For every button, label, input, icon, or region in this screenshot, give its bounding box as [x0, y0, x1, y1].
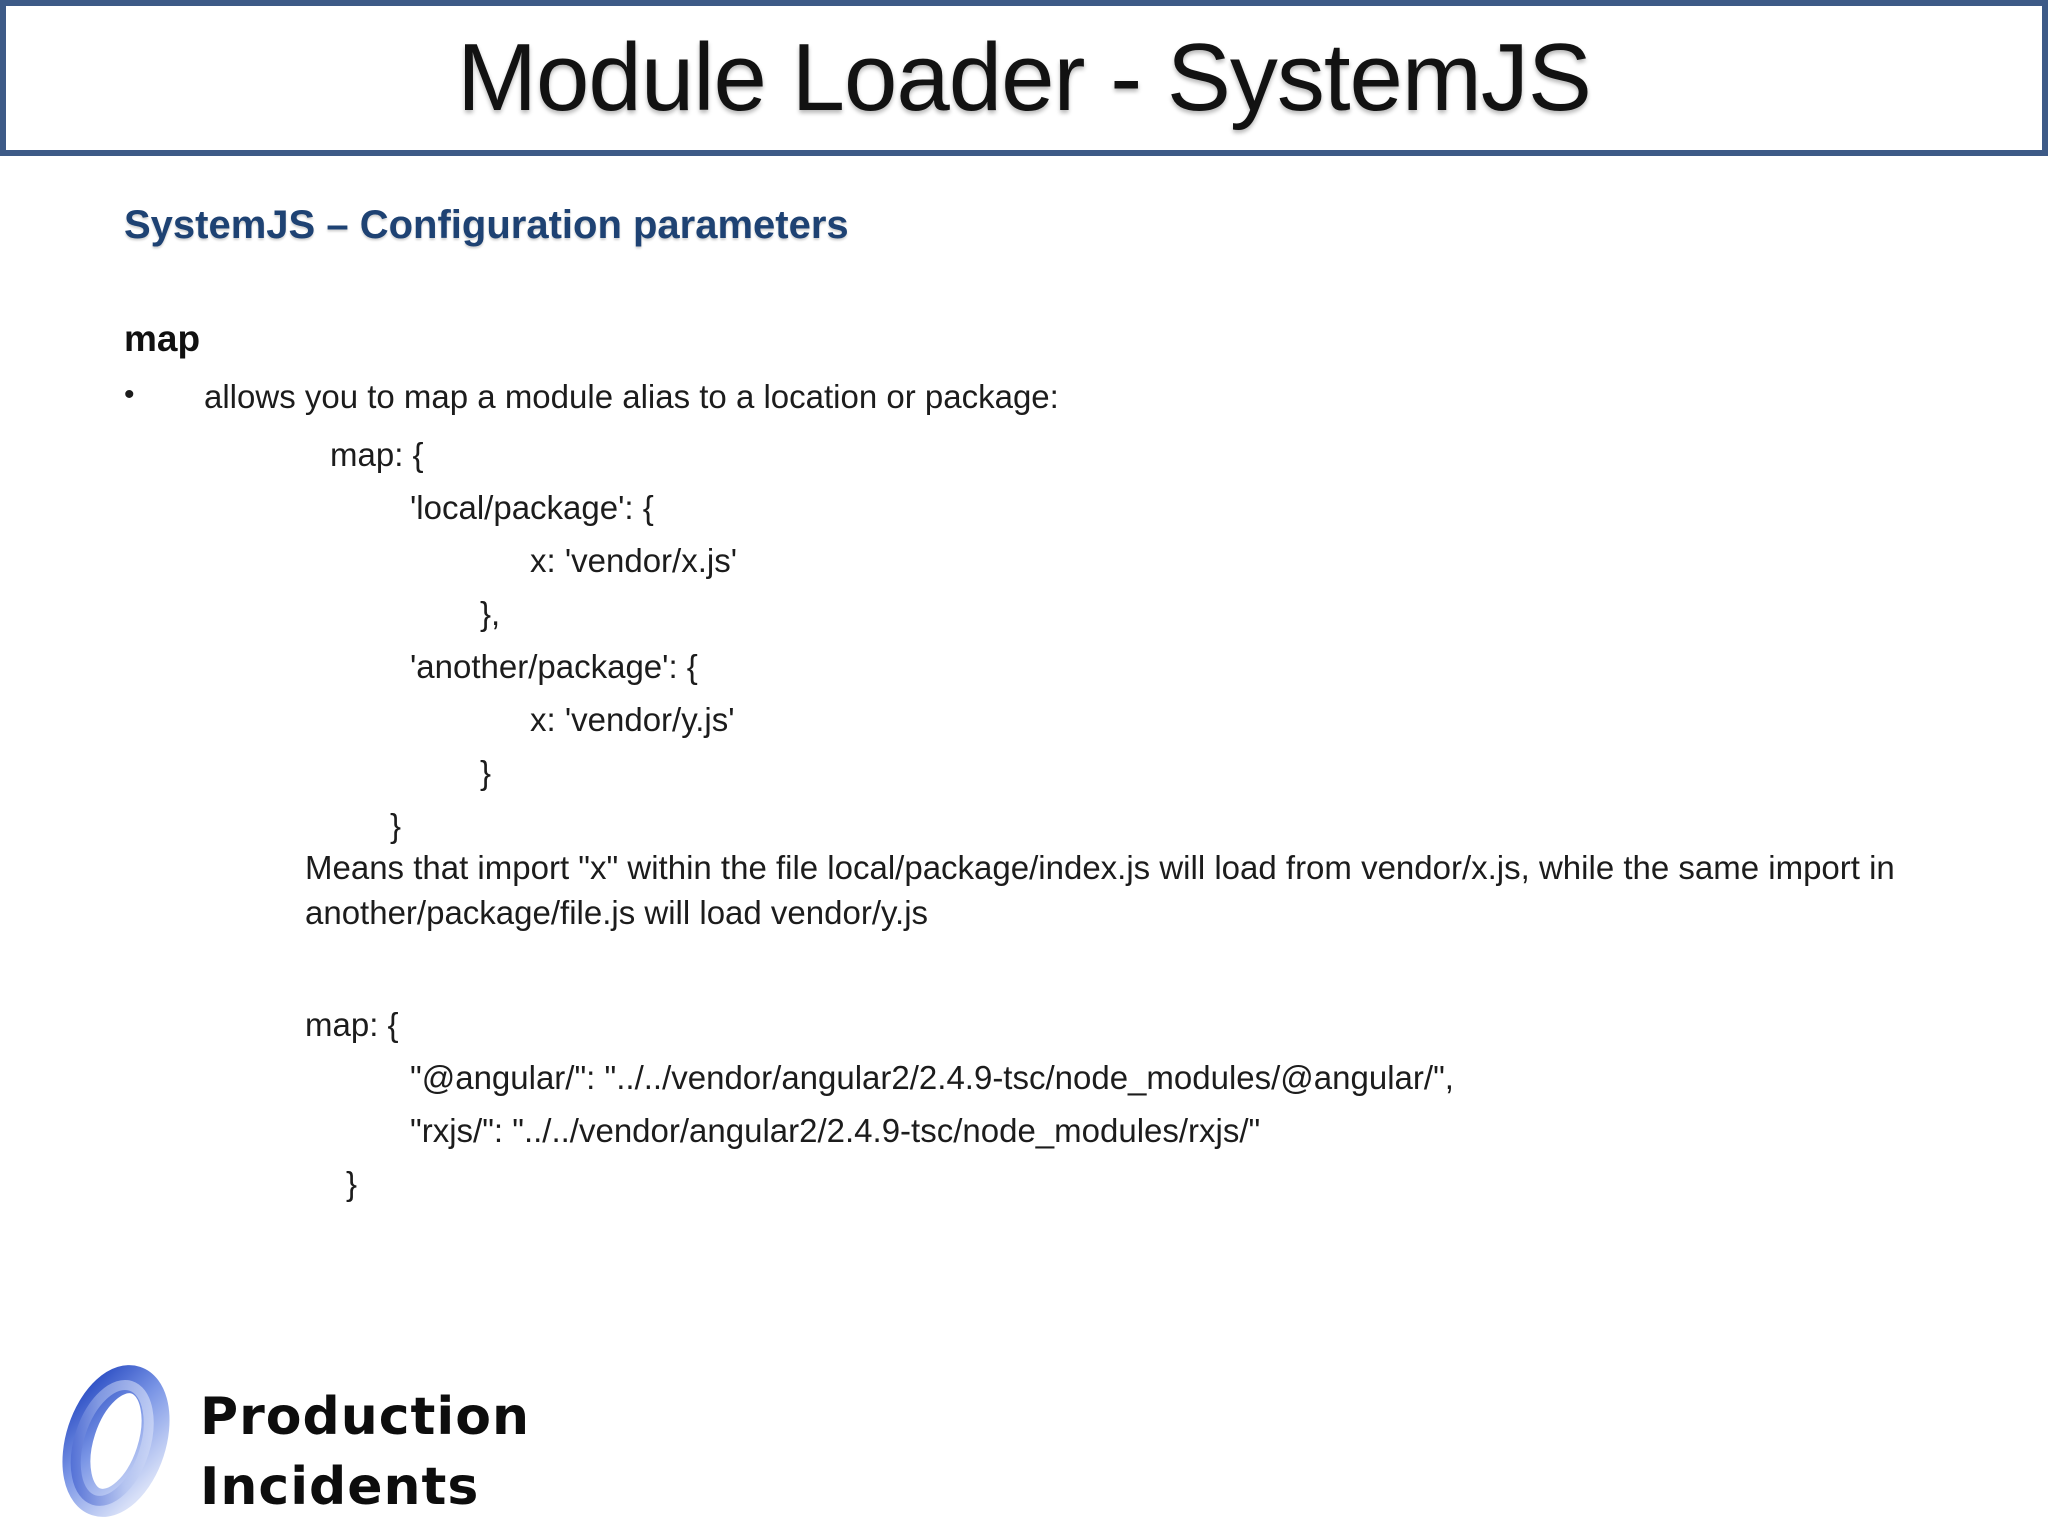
blue-swirl-logo-icon [62, 1365, 170, 1517]
code-line: "@angular/": "../../vendor/angular2/2.4.… [410, 1059, 1454, 1096]
brand-line-1: Production [200, 1387, 530, 1447]
code-line: }, [480, 595, 501, 632]
bullet-item: • allows you to map a module alias to a … [124, 378, 1059, 416]
code-line: 'local/package': { [410, 489, 654, 526]
code-line: x: 'vendor/y.js' [530, 701, 735, 738]
map-heading: map [124, 318, 201, 359]
brand-text: Production Incidents [200, 1382, 530, 1522]
bullet-icon: • [124, 378, 135, 411]
code-line: 'another/package': { [410, 648, 698, 685]
brand-line-2: Incidents [200, 1457, 480, 1517]
slide-header-banner: Module Loader - SystemJS [0, 0, 2048, 156]
code-line: } [480, 754, 492, 791]
code-snippet-map-aliases: map: { 'local/package': { x: 'vendor/x.j… [0, 428, 2048, 852]
code-line: x: 'vendor/x.js' [530, 542, 738, 579]
code-snippet-angular-paths: map: { "@angular/": "../../vendor/angula… [0, 998, 2048, 1210]
slide-title: Module Loader - SystemJS [457, 24, 1592, 131]
explanation-paragraph: Means that import "x" within the file lo… [305, 849, 1895, 931]
bullet-text: allows you to map a module alias to a lo… [204, 378, 1059, 415]
section-subtitle: SystemJS – Configuration parameters [124, 203, 849, 247]
code-line: "rxjs/": "../../vendor/angular2/2.4.9-ts… [410, 1112, 1261, 1149]
code-line: } [390, 807, 402, 844]
code-line: map: { [305, 1006, 399, 1043]
code-line: map: { [330, 436, 424, 473]
code-line: } [346, 1165, 358, 1202]
